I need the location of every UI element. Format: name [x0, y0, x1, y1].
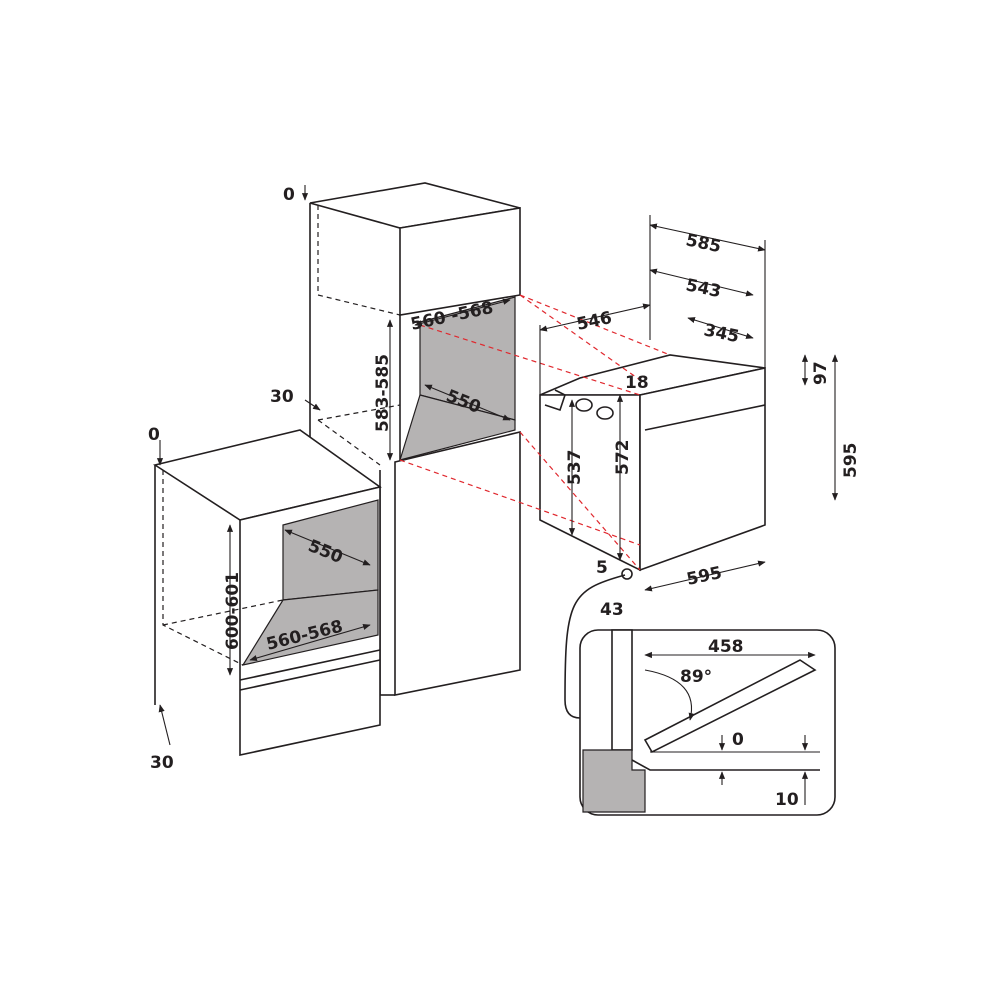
tall-bottom-gap: 30	[270, 387, 294, 407]
alignment-lines	[399, 294, 671, 571]
oven-width-595: 595	[685, 563, 724, 590]
oven-body-height: 537	[565, 450, 585, 486]
oven-height-595: 595	[841, 443, 861, 479]
oven-depth-585: 585	[684, 230, 723, 257]
dimension-lines	[156, 185, 839, 746]
base-bottom-gap: 30	[150, 753, 174, 773]
dimension-labels: 0 30 560 -568 583-585 550 0 30 550 600-6…	[148, 185, 861, 810]
oven-top-97: 97	[811, 361, 831, 385]
oven-offset-18: 18	[625, 373, 649, 393]
door-length: 458	[708, 637, 744, 657]
tall-top-gap: 0	[283, 185, 295, 205]
oven-panel-43: 43	[600, 600, 624, 620]
oven-depth-543: 543	[684, 275, 723, 302]
base-top-gap: 0	[148, 425, 160, 445]
tall-niche-height: 583-585	[373, 354, 393, 432]
door-detail-inset	[564, 568, 836, 816]
oven-body-depth: 546	[575, 308, 614, 335]
tall-cabinet	[309, 182, 521, 696]
base-niche-height: 600-601	[223, 572, 243, 650]
oven	[539, 354, 766, 572]
base-cabinet	[153, 429, 382, 756]
oven-depth-345: 345	[702, 320, 741, 347]
door-angle: 89°	[680, 667, 712, 687]
door-gap-10: 10	[775, 790, 799, 810]
door-gap-0: 0	[732, 730, 744, 750]
oven-front-height: 572	[613, 440, 633, 476]
oven-bottom-5: 5	[596, 558, 608, 578]
